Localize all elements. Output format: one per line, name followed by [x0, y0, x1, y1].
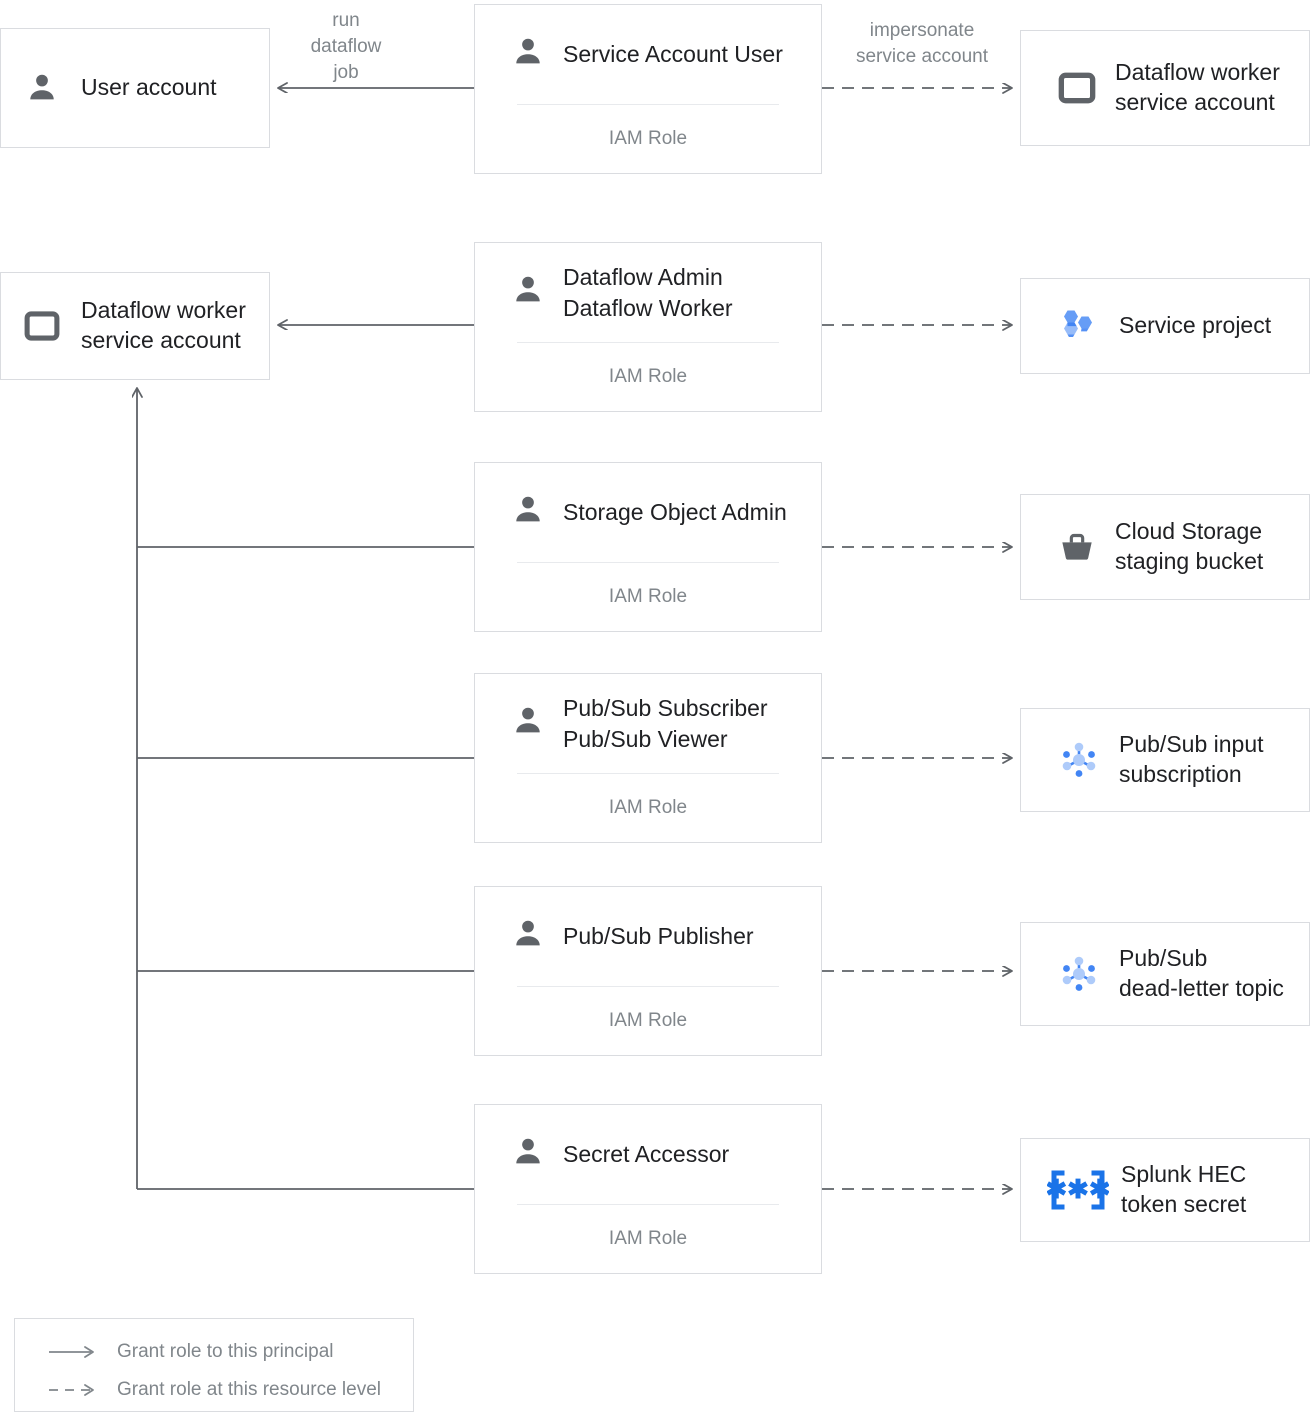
- role-card-pubsub-subscriber-viewer[interactable]: Pub/Sub Subscriber Pub/Sub Viewer IAM Ro…: [474, 673, 822, 843]
- card-divider: [517, 562, 779, 563]
- person-icon: [509, 1133, 547, 1176]
- edge-label-run-dataflow-job: run dataflow job: [310, 10, 382, 83]
- role-card-storage-object-admin[interactable]: Storage Object Admin IAM Role: [474, 462, 822, 632]
- node-pubsub-dead-letter-topic[interactable]: Pub/Sub dead-letter topic: [1020, 922, 1310, 1026]
- role-card-secret-accessor[interactable]: Secret Accessor IAM Role: [474, 1104, 822, 1274]
- person-icon: [23, 69, 61, 107]
- iam-role-label: IAM Role: [608, 586, 688, 607]
- role-card-header: Dataflow Admin Dataflow Worker: [475, 243, 821, 342]
- role-card-pubsub-publisher[interactable]: Pub/Sub Publisher IAM Role: [474, 886, 822, 1056]
- legend: Grant role to this principal Grant role …: [14, 1318, 414, 1412]
- role-card-header: Storage Object Admin: [475, 463, 821, 562]
- iam-role-label: IAM Role: [608, 128, 688, 149]
- role-card-footer: IAM Role: [475, 343, 821, 411]
- role-name: Service Account User: [563, 41, 783, 68]
- node-pubsub-input-subscription[interactable]: Pub/Sub input subscription: [1020, 708, 1310, 812]
- node-dataflow-worker-service-account-resource[interactable]: Dataflow worker service account: [1020, 30, 1310, 146]
- role-card-footer: IAM Role: [475, 563, 821, 631]
- project-icon: [1057, 304, 1101, 348]
- node-dataflow-worker-service-account[interactable]: Dataflow worker service account: [0, 272, 270, 380]
- legend-label: Grant role to this principal: [117, 1341, 334, 1362]
- svg-text:✱✱✱: ✱✱✱: [1047, 1174, 1109, 1204]
- service-account-icon: [1057, 68, 1097, 108]
- person-icon: [509, 915, 547, 958]
- edge-label-impersonate-service-account: impersonate service account: [855, 20, 988, 67]
- node-label: User account: [81, 74, 217, 101]
- iam-role-label: IAM Role: [608, 366, 688, 387]
- card-divider: [517, 773, 779, 774]
- role-card-footer: IAM Role: [475, 105, 821, 173]
- role-name: Pub/Sub Subscriber Pub/Sub Viewer: [563, 695, 768, 752]
- iam-role-label: IAM Role: [608, 797, 688, 818]
- node-label: Cloud Storage staging bucket: [1115, 518, 1264, 574]
- card-divider: [517, 1204, 779, 1205]
- node-label: Service project: [1119, 312, 1272, 339]
- secret-manager-icon: ✱✱✱: [1047, 1167, 1109, 1213]
- role-card-header: Secret Accessor: [475, 1105, 821, 1204]
- role-name: Secret Accessor: [563, 1141, 730, 1168]
- role-name: Storage Object Admin: [563, 499, 787, 526]
- card-divider: [517, 342, 779, 343]
- pubsub-icon: [1055, 736, 1103, 784]
- node-service-project[interactable]: Service project: [1020, 278, 1310, 374]
- node-splunk-hec-token-secret[interactable]: ✱✱✱ Splunk HEC token secret: [1020, 1138, 1310, 1242]
- legend-item-grant-role-resource: Grant role at this resource level: [15, 1371, 413, 1409]
- role-card-footer: IAM Role: [475, 987, 821, 1055]
- person-icon: [509, 33, 547, 76]
- node-label: Pub/Sub input subscription: [1119, 731, 1264, 787]
- legend-item-grant-role-principal: Grant role to this principal: [15, 1333, 413, 1371]
- person-icon: [509, 271, 547, 314]
- role-card-header: Pub/Sub Publisher: [475, 887, 821, 986]
- cloud-storage-icon: [1057, 527, 1097, 567]
- node-label: Dataflow worker service account: [1115, 59, 1280, 115]
- role-card-header: Service Account User: [475, 5, 821, 104]
- dashed-arrow-icon: [47, 1383, 105, 1397]
- role-card-footer: IAM Role: [475, 1205, 821, 1273]
- role-card-dataflow-admin-worker[interactable]: Dataflow Admin Dataflow Worker IAM Role: [474, 242, 822, 412]
- legend-label: Grant role at this resource level: [117, 1379, 382, 1400]
- role-card-footer: IAM Role: [475, 774, 821, 842]
- person-icon: [509, 491, 547, 534]
- node-label: Pub/Sub dead-letter topic: [1119, 945, 1284, 1001]
- card-divider: [517, 104, 779, 105]
- role-name: Pub/Sub Publisher: [563, 923, 754, 950]
- iam-role-label: IAM Role: [608, 1010, 688, 1031]
- role-card-header: Pub/Sub Subscriber Pub/Sub Viewer: [475, 674, 821, 773]
- node-cloud-storage-staging-bucket[interactable]: Cloud Storage staging bucket: [1020, 494, 1310, 600]
- person-icon: [509, 702, 547, 745]
- solid-arrow-icon: [47, 1345, 105, 1359]
- iam-role-label: IAM Role: [608, 1228, 688, 1249]
- node-label: Dataflow worker service account: [81, 297, 246, 353]
- node-label: Splunk HEC token secret: [1121, 1161, 1247, 1217]
- node-user-account[interactable]: User account: [0, 28, 270, 148]
- service-account-icon: [23, 307, 61, 345]
- card-divider: [517, 986, 779, 987]
- role-name: Dataflow Admin Dataflow Worker: [563, 264, 733, 321]
- pubsub-icon: [1055, 950, 1103, 998]
- role-card-service-account-user[interactable]: Service Account User IAM Role: [474, 4, 822, 174]
